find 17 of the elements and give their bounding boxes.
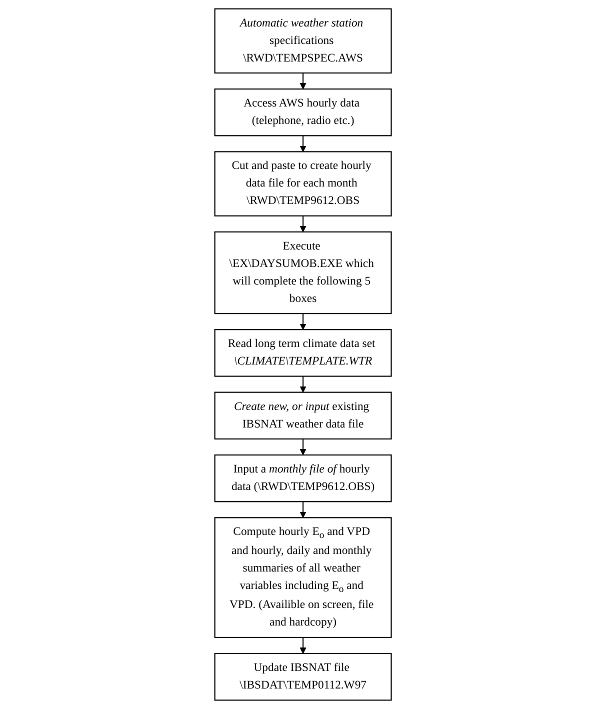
node-box: Access AWS hourly data (telephone, radio etc.) [214, 88, 392, 136]
arrow [300, 136, 306, 152]
node-box: Compute hourly E$_{o}$ and VPD and hourly, daily and monthly summaries of all weather variables including E$_{o}$ and VPD. (Availible on screen, file and hardcopy) [214, 517, 392, 638]
node-box: Input a monthly file of hourly data (\RWD\TEMP9612.OBS) [214, 454, 392, 502]
node-box: Update IBSNAT file \IBSDAT\TEMP0112.W97 [214, 652, 392, 701]
node-box: Cut and paste to create hourly data file for each month \RWD\TEMP9612.OBS [214, 151, 392, 216]
node-box: Automatic weather station specifications \RWD\TEMPSPEC.AWS [214, 8, 392, 74]
node-box: Execute \EX\DAYSUMOB.EXE which will complete the following 5 boxes [214, 231, 392, 314]
arrow [300, 637, 306, 654]
arrow [300, 502, 306, 518]
arrow [300, 314, 306, 330]
arrow [300, 216, 306, 232]
arrow [300, 376, 306, 393]
node-box: Read long term climate data set \CLIMATE\TEMPLATE.WTR [214, 329, 392, 377]
arrow [300, 72, 306, 90]
arrow [300, 438, 306, 456]
node-box: Create new, or input existing IBSNAT weather data file [214, 392, 392, 440]
